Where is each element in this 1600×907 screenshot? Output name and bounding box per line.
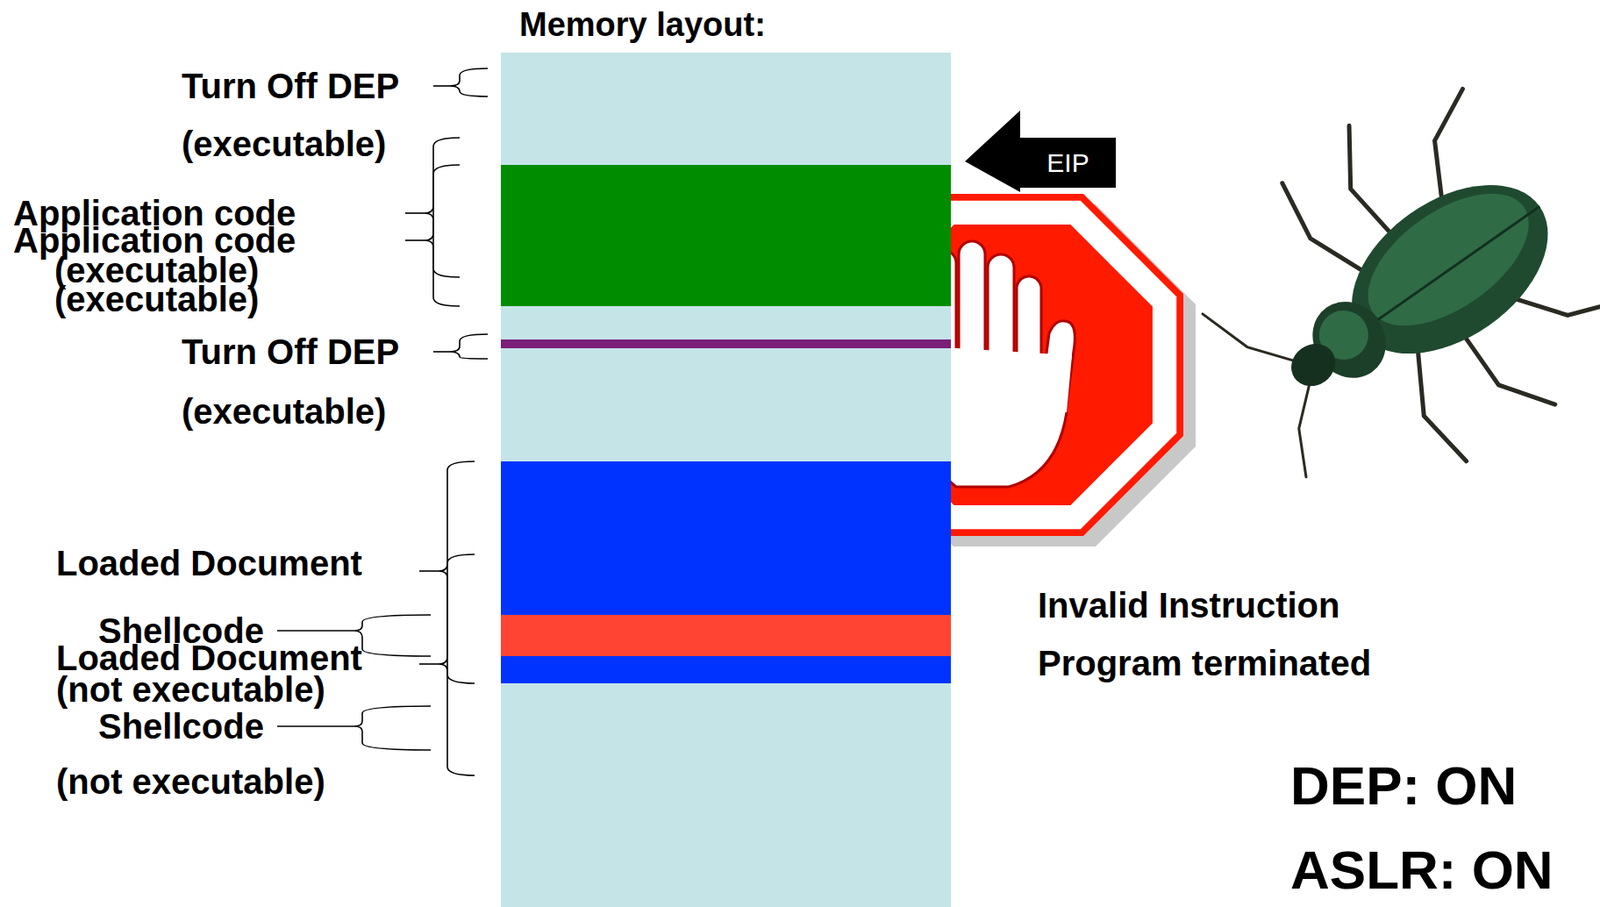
region-label: Shellcode: [98, 707, 265, 746]
document-band: [500, 461, 951, 615]
arrow-shape: [964, 110, 1116, 193]
dep-gadget-band: [500, 339, 951, 349]
region-note: (executable): [54, 279, 259, 319]
pointer-arrow: EIP: [964, 110, 1116, 193]
region-note: (not executable): [56, 670, 326, 709]
region-note: (executable): [181, 124, 386, 164]
beetle: [1155, 57, 1600, 546]
shellcode-band: [500, 614, 951, 657]
document-band: [500, 656, 951, 684]
region-note: (executable): [181, 392, 386, 431]
setting-status: ASLR: ON: [1290, 840, 1554, 900]
register-name: EIP: [1046, 148, 1089, 179]
region-label: Loaded Document: [56, 543, 363, 583]
setting-status: DEP: ON: [1290, 756, 1517, 816]
region-note: (not executable): [56, 762, 326, 801]
region-label: Turn Off DEP: [181, 66, 400, 106]
region-label: Turn Off DEP: [181, 332, 400, 372]
status-message: Invalid Instruction: [1037, 585, 1340, 625]
status-message: Program terminated: [1037, 643, 1372, 683]
code-band: [500, 164, 951, 307]
memory-column: [500, 52, 951, 907]
diagram-title: Memory layout:: [519, 7, 766, 44]
